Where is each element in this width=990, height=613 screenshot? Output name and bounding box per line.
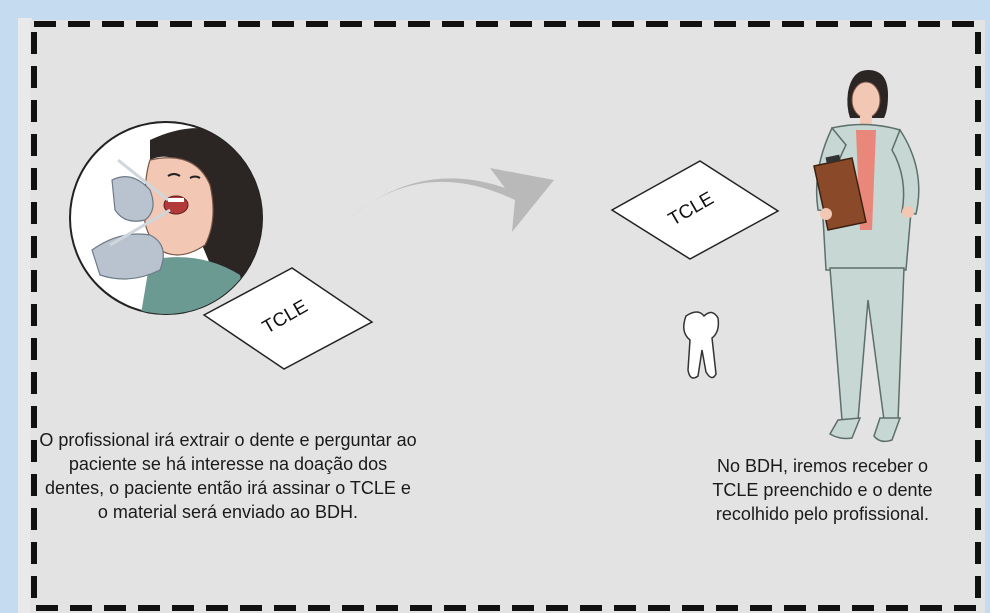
dashed-border — [31, 21, 981, 611]
tcle-document-1: TCLE — [202, 267, 374, 370]
left-strip — [18, 18, 32, 613]
caption-bdh-step: No BDH, iremos receber o TCLE preenchido… — [712, 456, 933, 524]
dental-exam-illustration — [69, 121, 263, 315]
curved-arrow-icon — [345, 168, 554, 232]
professional-woman-illustration — [813, 70, 920, 443]
tooth-icon — [683, 311, 720, 379]
tcle-document-2: TCLE — [610, 160, 780, 260]
caption-extraction-step: O profissional irá extrair o dente e per… — [39, 430, 417, 522]
diagram-panel — [30, 20, 985, 613]
